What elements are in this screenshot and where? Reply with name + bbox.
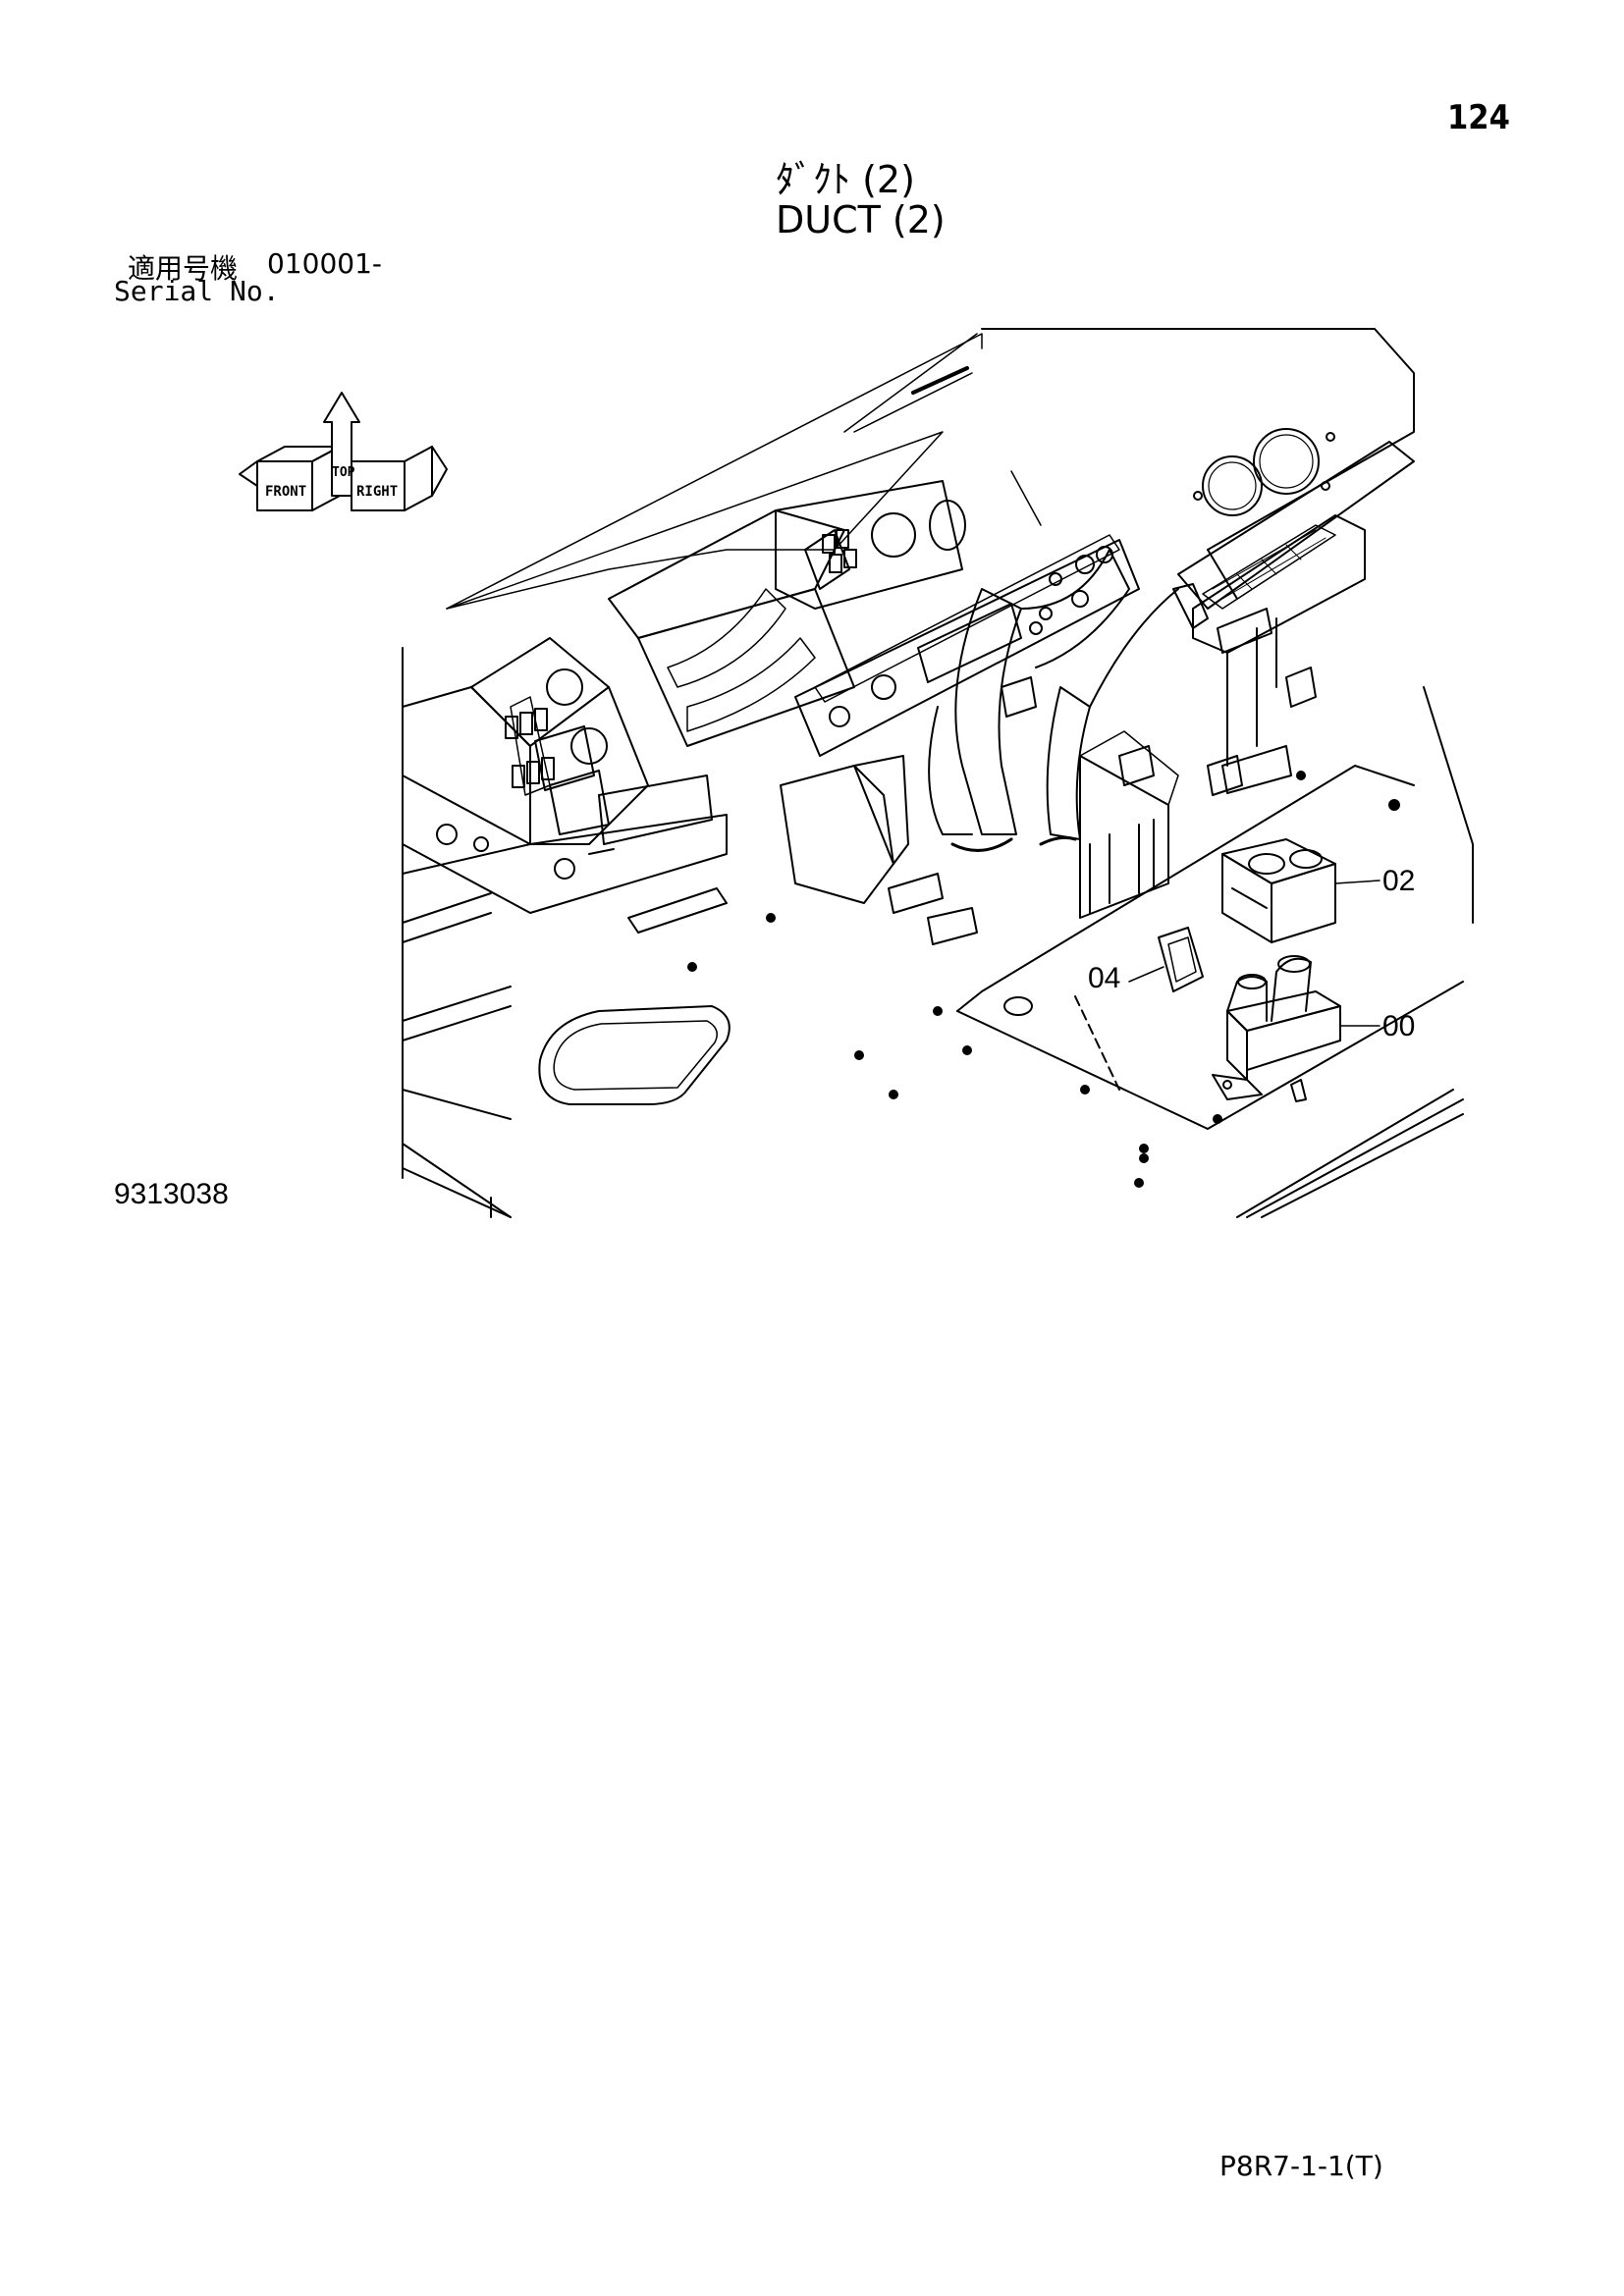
page-title-japanese: ﾀﾞｸﾄ (2)	[776, 158, 915, 201]
serial-label-english: Serial No.	[114, 275, 280, 307]
brackets	[888, 608, 1317, 945]
callout-04: 04	[1088, 962, 1120, 994]
page-number: 124	[1447, 98, 1510, 137]
duct-hoses	[780, 549, 1179, 919]
orientation-icon: FRONT RIGHT TOP	[239, 392, 448, 511]
part-02-outlet-grille	[1221, 838, 1380, 943]
part-04-gasket	[1128, 927, 1204, 992]
orientation-right-label: RIGHT	[356, 484, 398, 500]
footer-code: P8R7-1-1(T)	[1219, 2150, 1383, 2182]
page-title-english: DUCT (2)	[776, 198, 946, 241]
serial-range: 010001-	[267, 247, 382, 280]
callout-02: 02	[1382, 865, 1415, 897]
drawing-number: 9313038	[114, 1178, 229, 1210]
floor-hole	[1003, 996, 1033, 1016]
console-panel	[402, 428, 1415, 914]
fasteners	[687, 771, 1400, 1188]
orientation-front-label: FRONT	[265, 484, 306, 500]
orientation-top-label: TOP	[332, 465, 355, 480]
callout-00: 00	[1382, 1010, 1415, 1042]
cab-frame	[402, 328, 1474, 1218]
serial-label-japanese: 適用号機	[128, 252, 239, 285]
hidden-line	[1074, 995, 1120, 1091]
part-00-duct-assembly	[1212, 955, 1380, 1102]
